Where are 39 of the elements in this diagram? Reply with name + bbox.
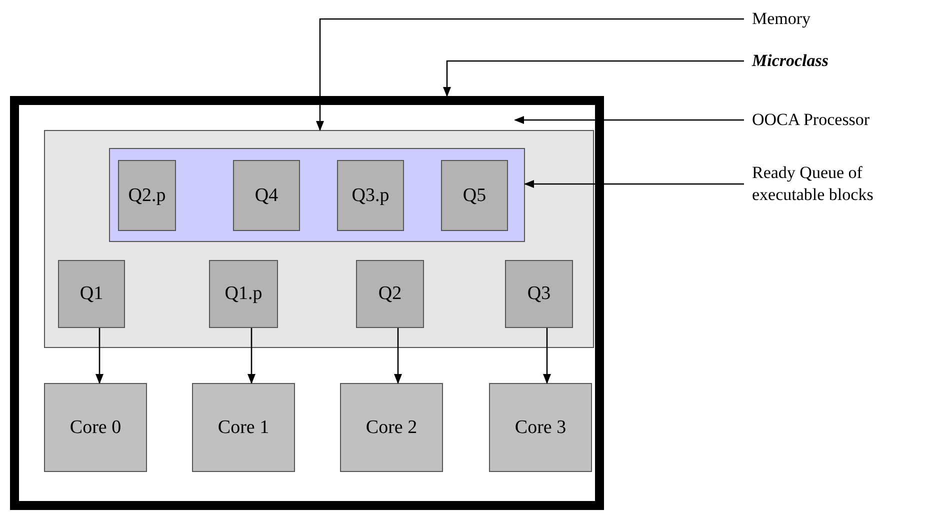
arrow <box>96 328 104 384</box>
core-box <box>44 383 147 472</box>
annotation-label: Ready Queue of executable blocks <box>752 162 912 206</box>
block-label: Q5 <box>462 184 486 206</box>
core-label: Core 1 <box>218 416 270 438</box>
block-label: Q2 <box>378 283 402 305</box>
queue-block <box>337 160 404 231</box>
leader-line <box>443 60 744 97</box>
arrow <box>394 328 402 384</box>
leader-line <box>524 180 744 188</box>
ready-queue-box <box>109 148 525 242</box>
block-label: Q3 <box>527 283 551 305</box>
annotation-label: Microclass <box>752 50 872 72</box>
queue-block <box>441 160 508 231</box>
annotation-label: OOCA Processor <box>752 109 902 131</box>
core-box <box>340 383 443 472</box>
core-box <box>489 383 592 472</box>
memory-box <box>44 130 594 348</box>
block-label: Q2.p <box>128 184 166 206</box>
queue-block <box>118 160 176 231</box>
core-box <box>192 383 295 472</box>
queue-block <box>209 260 278 328</box>
queue-block <box>505 260 573 328</box>
block-label: Q1.p <box>224 283 262 305</box>
core-label: Core 0 <box>70 416 122 438</box>
queue-block <box>356 260 424 328</box>
leader-line <box>514 116 744 124</box>
annotation-label: Memory <box>752 8 872 30</box>
block-label: Q3.p <box>352 184 390 206</box>
arrow <box>248 328 256 384</box>
core-label: Core 2 <box>366 416 418 438</box>
queue-block <box>58 260 125 328</box>
leader-line <box>316 18 744 131</box>
microclass-box <box>10 96 604 510</box>
block-label: Q1 <box>80 283 104 305</box>
block-label: Q4 <box>254 184 278 206</box>
arrow <box>543 328 551 384</box>
queue-block <box>233 160 300 231</box>
core-label: Core 3 <box>514 416 566 438</box>
